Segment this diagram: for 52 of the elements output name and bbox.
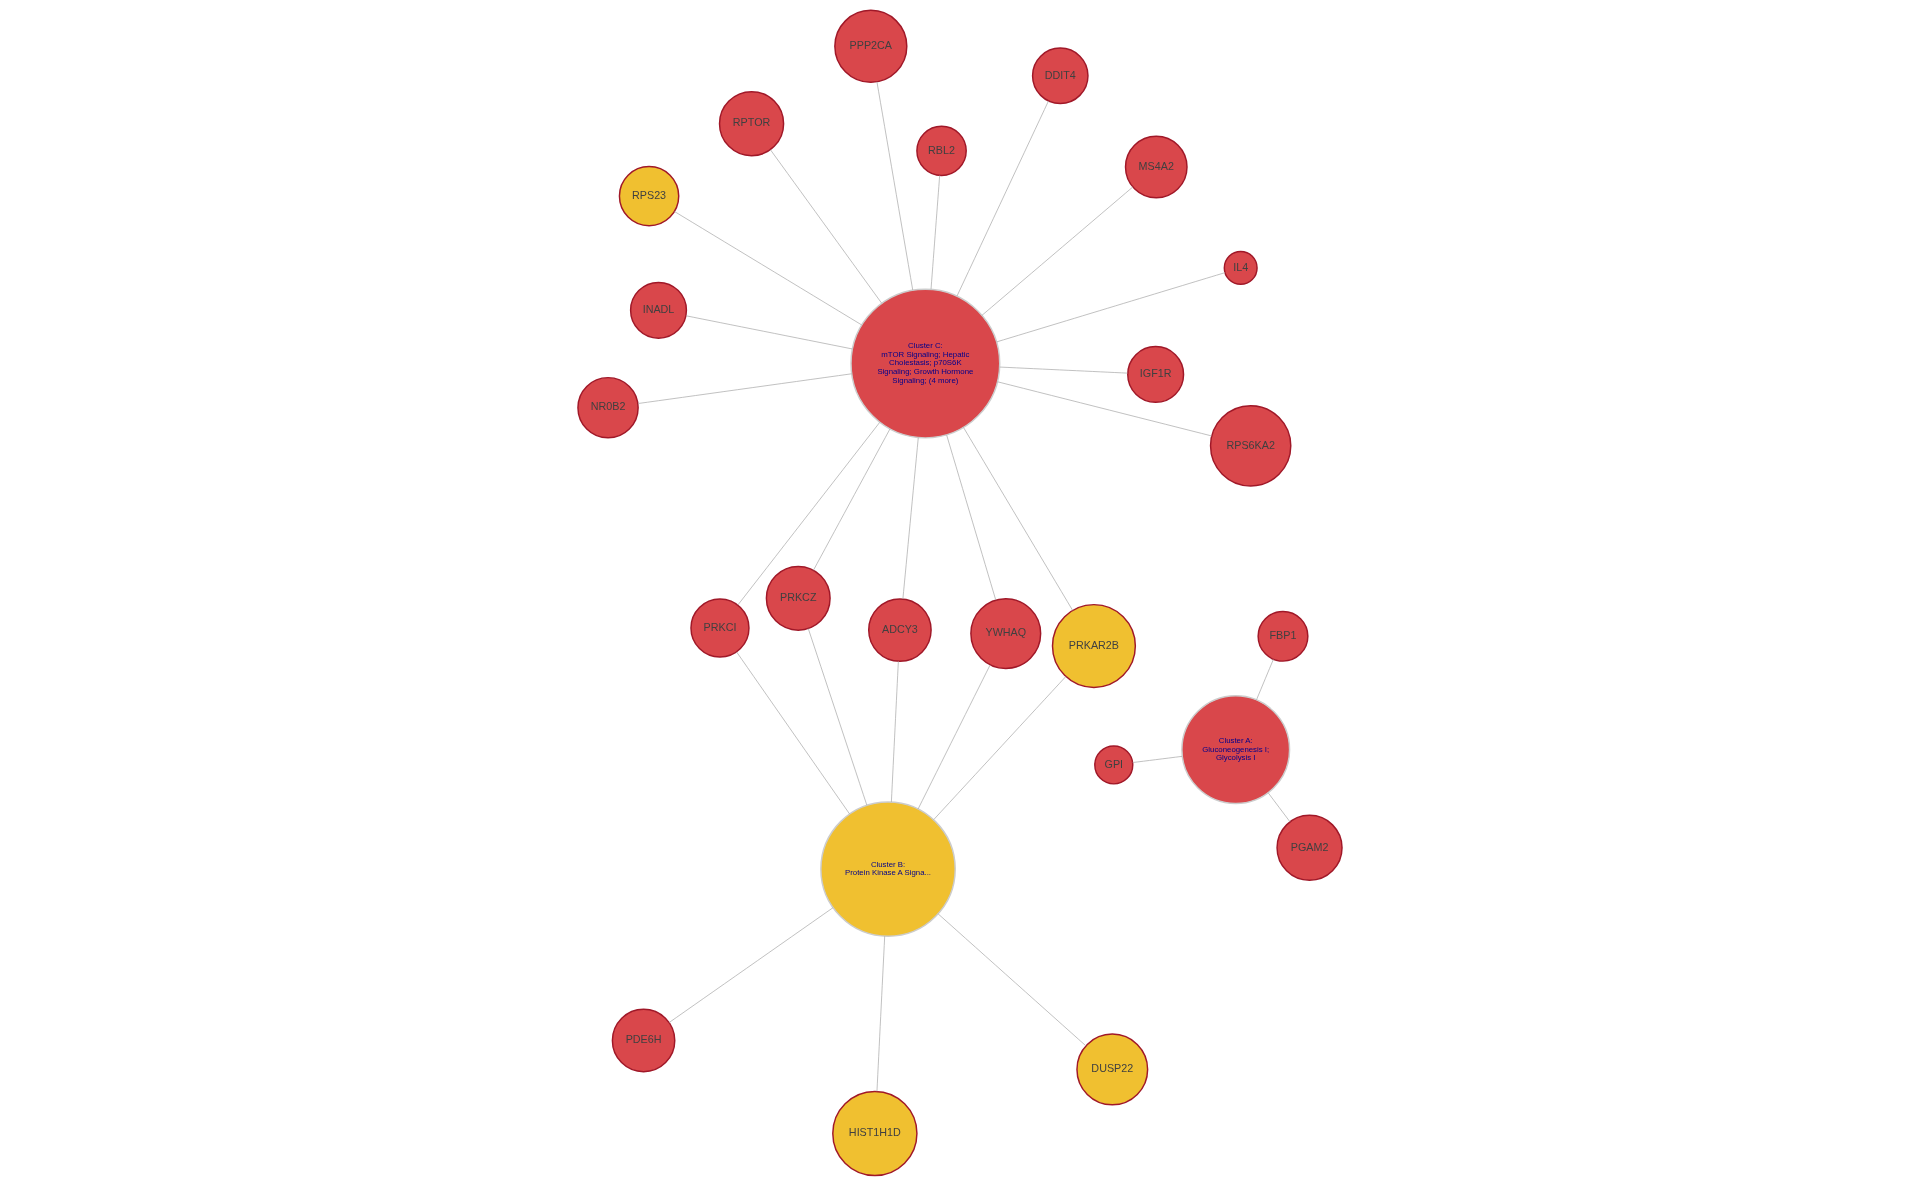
- node-circle: INADL: [629, 281, 688, 339]
- connector: [1132, 756, 1183, 763]
- connector: [997, 381, 1213, 437]
- connector: [674, 211, 862, 326]
- connector: [963, 427, 1073, 611]
- node-circle: PRKAR2B: [1051, 603, 1137, 689]
- node-circle: Cluster B: Protein Kinase A Signa...: [820, 801, 956, 937]
- node-circle: HIST1H1D: [832, 1090, 918, 1177]
- connector: [956, 100, 1049, 297]
- node-circle: FBP1: [1257, 610, 1309, 662]
- connector: [996, 272, 1226, 343]
- node-circle: Cluster A: Gluconeogenesis I; Glycolysis I: [1181, 695, 1291, 805]
- connector: [1256, 659, 1274, 701]
- connector: [736, 651, 850, 815]
- node-circle: PPP2CA: [834, 9, 908, 83]
- node-circle: RPS23: [618, 165, 680, 227]
- node-circle: DDIT4: [1031, 47, 1089, 105]
- connector: [1267, 792, 1291, 823]
- connector: [946, 434, 997, 601]
- connector: [737, 422, 881, 606]
- connector: [937, 913, 1087, 1047]
- node-circle: RPTOR: [718, 90, 785, 157]
- node-circle: PRKCI: [690, 598, 750, 658]
- node-circle: YWHAQ: [970, 598, 1042, 670]
- node-circle: IL4: [1223, 250, 1258, 285]
- connector: [891, 660, 899, 803]
- connector: [685, 315, 853, 350]
- node-circle: RPS6KA2: [1209, 404, 1292, 487]
- connector: [933, 676, 1067, 821]
- connector: [807, 628, 868, 806]
- connector: [813, 428, 891, 571]
- node-circle: MS4A2: [1124, 135, 1188, 199]
- node-circle: ADCY3: [868, 598, 932, 663]
- connector: [637, 373, 852, 404]
- node-circle: NR0B2: [577, 376, 639, 439]
- connector: [999, 366, 1128, 374]
- node-circle: DUSP22: [1076, 1033, 1149, 1106]
- node-circle: RBL2: [916, 125, 967, 177]
- connector: [930, 175, 941, 290]
- node-circle: PGAM2: [1276, 814, 1343, 882]
- connector: [876, 81, 914, 291]
- node-circle: IGF1R: [1127, 345, 1185, 404]
- node-circle: PDE6H: [611, 1008, 676, 1073]
- connector: [876, 935, 886, 1092]
- connector: [902, 437, 919, 600]
- connector: [917, 664, 991, 810]
- node-circle: Cluster C: mTOR Signaling; Hepatic Cholestasis; p70S6K Signaling; Growth Hormone Signaling; (4 more): [850, 288, 1001, 439]
- node-circle: GPI: [1094, 745, 1134, 785]
- connector: [981, 186, 1134, 316]
- node-circle: PRKCZ: [765, 565, 831, 631]
- connector: [668, 907, 834, 1023]
- connector: [770, 149, 883, 304]
